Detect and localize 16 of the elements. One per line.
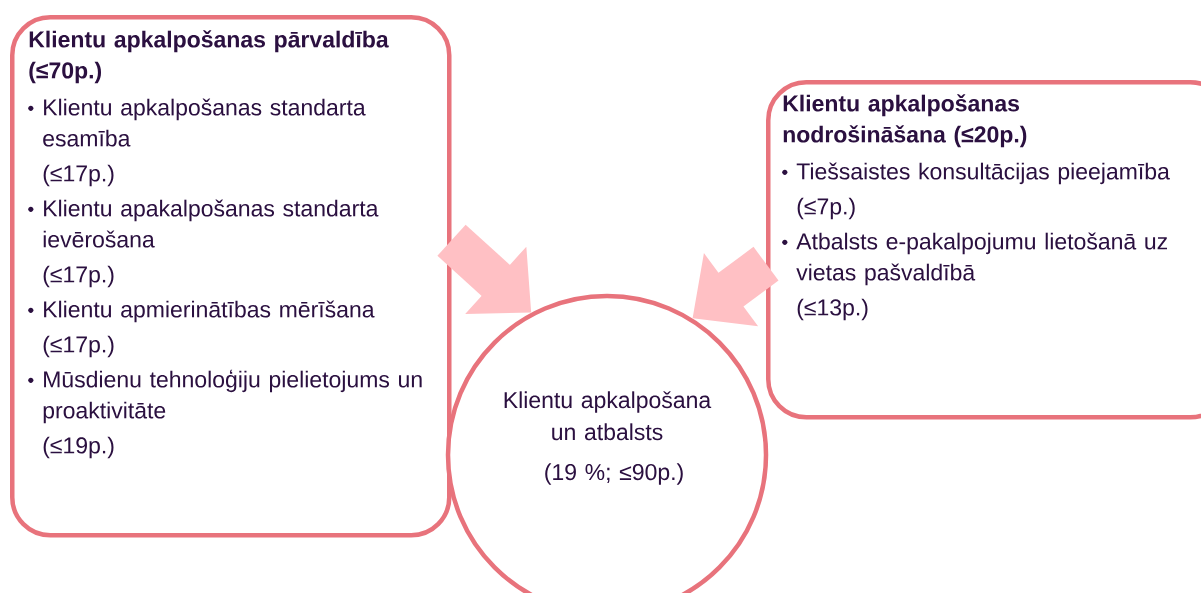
points-text: (≤17p.) [43, 335, 114, 358]
bullet-item: Mūsdienu tehnoloģiju pielietojums un proaktivitāte [43, 369, 422, 424]
bullet-item: Klientu apakalpošanas standarta ievērošana [43, 199, 379, 248]
points-text: (≤17p.) [43, 164, 114, 187]
bullet-item: Klientu apmierinātības mērīšana [44, 300, 375, 323]
circle-title: Klientu apkalpošana un atbalsts [504, 391, 712, 441]
heading: Klientu apkalpošanas nodrošināšana (≤20p.) [783, 94, 1027, 148]
points-text: (19 %; ≤90p.) [545, 463, 683, 485]
heading: Klientu apkalpošanas pārvaldība (≤70p.) [29, 30, 389, 84]
bullet-item: Tiešsaistes konsultācijas pieejamība [796, 162, 1170, 185]
bullet-item: Atbalsts e-pakalpojumu lietošanā uz vietas pašvaldībā [796, 232, 1167, 286]
points-text: (≤7p.) [797, 197, 855, 220]
points-text: (≤17p.) [43, 265, 114, 288]
points-text: (≤13p.) [797, 298, 868, 321]
points-text: (≤19p.) [43, 436, 114, 459]
bullet-item: Klientu apkalpošanas standarta esamība [43, 98, 366, 147]
